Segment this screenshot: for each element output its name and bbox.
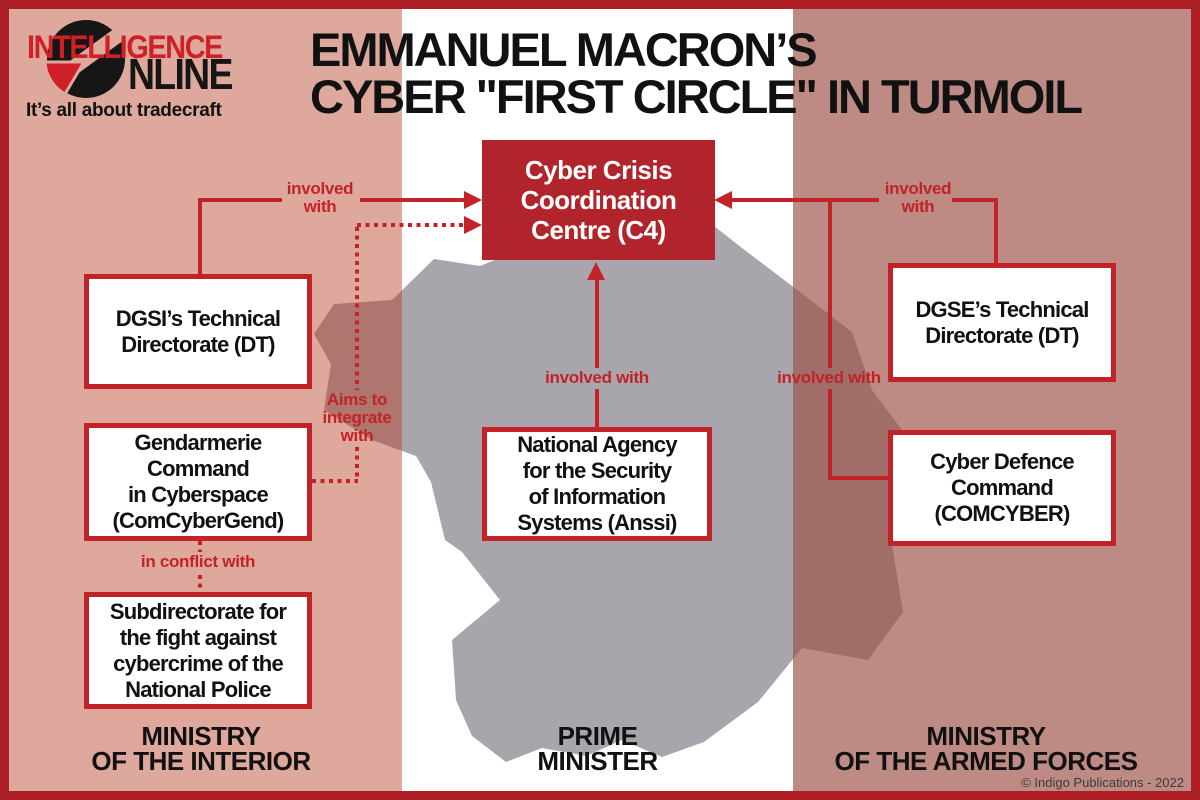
logo-tagline: It’s all about tradecraft	[26, 100, 222, 121]
node-anssi: National Agency for the Security of Info…	[482, 427, 712, 541]
logo-circle-icon	[38, 17, 136, 102]
logo-word-intelligence: INTELLIGENCE	[27, 29, 223, 65]
connector-gendarmerie-dotted-v1	[355, 447, 359, 479]
arrowhead-anssi-to-c4	[587, 262, 605, 280]
connector-comcyber-vertical-a	[828, 198, 832, 368]
node-dgse-technical-directorate: DGSE’s Technical Directorate (DT)	[888, 263, 1116, 382]
logo-word-online: NLINE	[128, 50, 233, 99]
connector-right-horizontal-a	[731, 198, 879, 202]
connector-comcyber-horizontal	[828, 476, 888, 480]
connector-dgse-vertical	[994, 198, 998, 263]
connector-anssi-vertical-b	[595, 389, 599, 427]
node-dgsi-technical-directorate: DGSI’s Technical Directorate (DT)	[84, 274, 312, 389]
connector-right-horizontal-b	[952, 198, 998, 202]
connector-conflict-dotted-a	[198, 541, 202, 552]
edge-label-dgsi-involved-with: involved with	[286, 179, 354, 216]
connector-dgsi-vertical	[198, 198, 202, 276]
connector-dgsi-horizontal-a	[198, 198, 282, 202]
page-title-line1: EMMANUEL MACRON’S	[310, 23, 818, 76]
arrowhead-gendarmerie-to-c4	[464, 216, 482, 234]
node-gendarmerie-comcybergend: Gendarmerie Command in Cyberspace (ComCy…	[84, 423, 312, 541]
footer-prime-minister: PRIME MINISTER	[537, 721, 658, 776]
edge-label-dgse-involved-with: involved with	[884, 179, 952, 216]
page-title-line2: CYBER "FIRST CIRCLE" IN TURMOIL	[310, 70, 1083, 123]
copyright-notice: © Indigo Publications - 2022	[1021, 775, 1184, 790]
node-subdirectorate-cybercrime: Subdirectorate for the fight against cyb…	[84, 592, 312, 709]
edge-label-comcyber-involved-with: involved with	[777, 368, 881, 387]
connector-gendarmerie-dotted-v2	[355, 227, 359, 390]
node-cyber-crisis-coordination-centre: Cyber Crisis Coordination Centre (C4)	[482, 140, 715, 260]
band-ministry-armed-forces	[793, 0, 1200, 800]
connector-gendarmerie-dotted-h2	[357, 223, 465, 227]
intelligence-online-logo: INTELLIGENCE NLINE It’s all about tradec…	[20, 14, 300, 129]
connector-dgsi-horizontal-b	[360, 198, 466, 202]
arrowhead-dgsi-to-c4	[464, 191, 482, 209]
connector-anssi-vertical-a	[595, 278, 599, 368]
page-title: EMMANUEL MACRON’S CYBER "FIRST CIRCLE" I…	[310, 23, 1083, 123]
footer-ministry-armed-forces: MINISTRY OF THE ARMED FORCES	[834, 721, 1138, 776]
connector-comcyber-vertical-b	[828, 389, 832, 480]
edge-label-in-conflict-with: in conflict with	[140, 552, 256, 571]
arrowhead-right-to-c4	[714, 191, 732, 209]
footer-ministry-interior: MINISTRY OF THE INTERIOR	[91, 721, 311, 776]
connector-gendarmerie-dotted-h1	[312, 479, 358, 483]
edge-label-anssi-involved-with: involved with	[545, 368, 649, 387]
edge-label-aims-to-integrate-with: Aims to integrate with	[322, 390, 392, 445]
node-comcyber: Cyber Defence Command (COMCYBER)	[888, 430, 1116, 546]
connector-conflict-dotted-b	[198, 575, 202, 592]
